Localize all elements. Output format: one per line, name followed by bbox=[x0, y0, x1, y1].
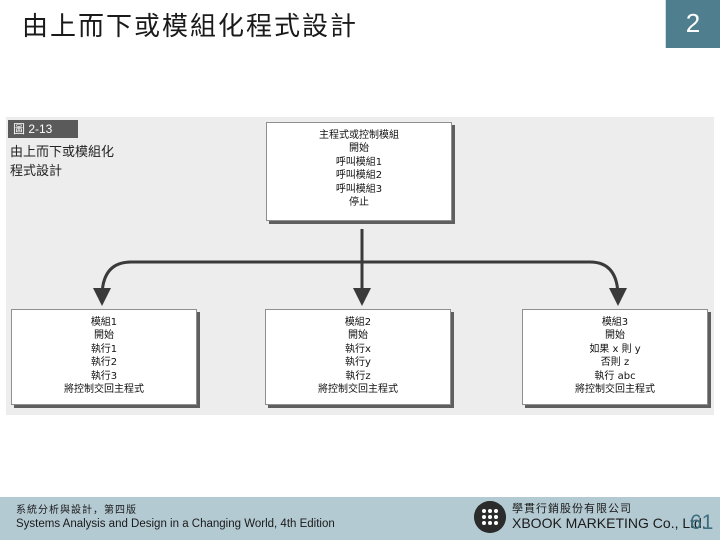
module-line: 停止 bbox=[349, 197, 369, 209]
module-3-box: 模組3 開始 如果 x 則 y 否則 z 執行 abc 將控制交回主程式 bbox=[522, 309, 708, 405]
publisher-zh: 學貫行銷股份有限公司 bbox=[512, 502, 632, 515]
header-bar: 由上而下或模組化程式設計 2 bbox=[0, 0, 720, 48]
slide-number: 2 bbox=[685, 8, 701, 38]
module-title: 模組1 bbox=[90, 317, 118, 328]
module-line: 開始 bbox=[349, 143, 369, 155]
xbook-logo-icon bbox=[474, 501, 506, 533]
module-line: 否則 z bbox=[600, 357, 630, 369]
module-2-box: 模組2 開始 執行x 執行y 執行z 將控制交回主程式 bbox=[265, 309, 451, 405]
module-line: 開始 bbox=[94, 330, 114, 342]
module-line: 呼叫模組3 bbox=[335, 183, 383, 195]
module-line: 開始 bbox=[348, 330, 368, 342]
book-title-en: Systems Analysis and Design in a Changin… bbox=[16, 518, 335, 530]
module-line: 將控制交回主程式 bbox=[575, 384, 655, 396]
figure-caption: 由上而下或模組化 程式設計 bbox=[10, 143, 136, 181]
publisher-en: XBOOK MARKETING Co., Ltd. bbox=[512, 515, 706, 531]
module-title: 模組3 bbox=[601, 317, 629, 328]
figure-tag: 圖 2-13 bbox=[8, 120, 78, 138]
module-line: 執行y bbox=[345, 357, 371, 369]
module-line: 執行x bbox=[345, 343, 371, 355]
module-title: 主程式或控制模組 bbox=[319, 130, 399, 141]
module-line: 呼叫模組2 bbox=[335, 170, 383, 182]
slide-title: 由上而下或模組化程式設計 bbox=[22, 12, 359, 42]
module-line: 如果 x 則 y bbox=[589, 343, 641, 355]
connector-line bbox=[100, 260, 620, 298]
module-title: 模組2 bbox=[344, 317, 372, 328]
module-1-box: 模組1 開始 執行1 執行2 執行3 將控制交回主程式 bbox=[11, 309, 197, 405]
module-line: 執行z bbox=[345, 370, 371, 382]
module-line: 執行2 bbox=[90, 357, 118, 369]
module-line: 執行 abc bbox=[594, 370, 636, 382]
footer-bar: 系統分析與設計，第四版 Systems Analysis and Design … bbox=[0, 497, 720, 540]
main-module-box: 主程式或控制模組 開始 呼叫模組1 呼叫模組2 呼叫模組3 停止 bbox=[266, 122, 452, 221]
module-line: 將控制交回主程式 bbox=[318, 384, 398, 396]
book-title-zh: 系統分析與設計，第四版 bbox=[16, 505, 137, 516]
module-line: 執行3 bbox=[90, 370, 118, 382]
caption-line: 由上而下或模組化 bbox=[10, 145, 115, 160]
connector-arrows bbox=[93, 229, 627, 306]
module-line: 執行1 bbox=[90, 343, 118, 355]
caption-line: 程式設計 bbox=[10, 164, 63, 179]
module-line: 呼叫模組1 bbox=[335, 156, 383, 168]
figure-2-13: 圖 2-13 由上而下或模組化 程式設計 主程式或控制模組 開始 呼叫模組1 呼… bbox=[6, 117, 714, 415]
title-area: 由上而下或模組化程式設計 bbox=[0, 0, 666, 48]
module-line: 將控制交回主程式 bbox=[64, 384, 144, 396]
module-line: 開始 bbox=[605, 330, 625, 342]
page-number: 61 bbox=[690, 511, 714, 534]
